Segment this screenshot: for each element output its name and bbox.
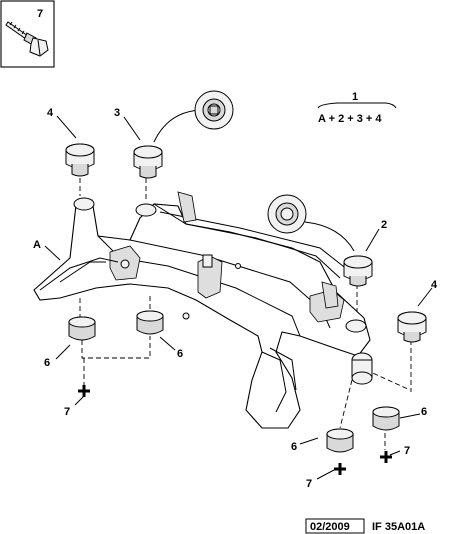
mount-3-detail-icon — [194, 90, 234, 130]
fastener-cross-c-icon — [380, 451, 392, 463]
callout-6-a: 6 — [44, 357, 50, 369]
legend-formula: A + 2 + 3 + 4 — [318, 113, 382, 125]
callout-labels: 4 3 A 2 4 6 6 6 6 7 7 7 — [33, 107, 438, 490]
bush-6-d — [372, 406, 400, 431]
fastener-number: 7 — [37, 8, 43, 20]
bush-6-b — [136, 310, 164, 335]
bolt-icon — [5, 21, 49, 57]
mount-4-right — [397, 311, 427, 343]
callout-6-b: 6 — [177, 348, 183, 360]
legend-number: 1 — [352, 91, 358, 103]
footer-code: IF 35A01A — [372, 521, 425, 533]
fastener-box: 7 — [0, 0, 55, 68]
mount-3 — [133, 145, 163, 179]
subframe — [33, 191, 373, 429]
top-bracket-left — [177, 191, 197, 223]
fastener-cross-a-icon — [78, 385, 90, 397]
assembly-dashes — [79, 178, 412, 450]
callout-2: 2 — [381, 219, 387, 231]
callout-4-right: 4 — [431, 279, 438, 291]
mount-2 — [343, 255, 373, 287]
footer-reference: 02/2009 IF 35A01A — [305, 518, 425, 534]
callout-4-left: 4 — [47, 107, 54, 119]
callout-7-c: 7 — [404, 445, 410, 457]
bush-6-c — [326, 428, 354, 453]
callout-6-d: 6 — [421, 406, 427, 418]
leader-lines — [44, 109, 433, 480]
bush-6-a — [68, 316, 96, 341]
fastener-cross-b-icon — [334, 463, 346, 475]
callout-a: A — [33, 239, 41, 251]
callout-3: 3 — [114, 107, 120, 119]
mount-2-detail-icon — [267, 194, 307, 234]
footer-date: 02/2009 — [310, 521, 350, 533]
callout-6-c: 6 — [291, 441, 297, 453]
callout-7-a: 7 — [64, 406, 70, 418]
callout-7-b: 7 — [306, 478, 312, 490]
legend: 1 A + 2 + 3 + 4 — [317, 91, 397, 125]
top-bracket-right — [321, 281, 339, 309]
mount-4-left — [65, 143, 95, 177]
